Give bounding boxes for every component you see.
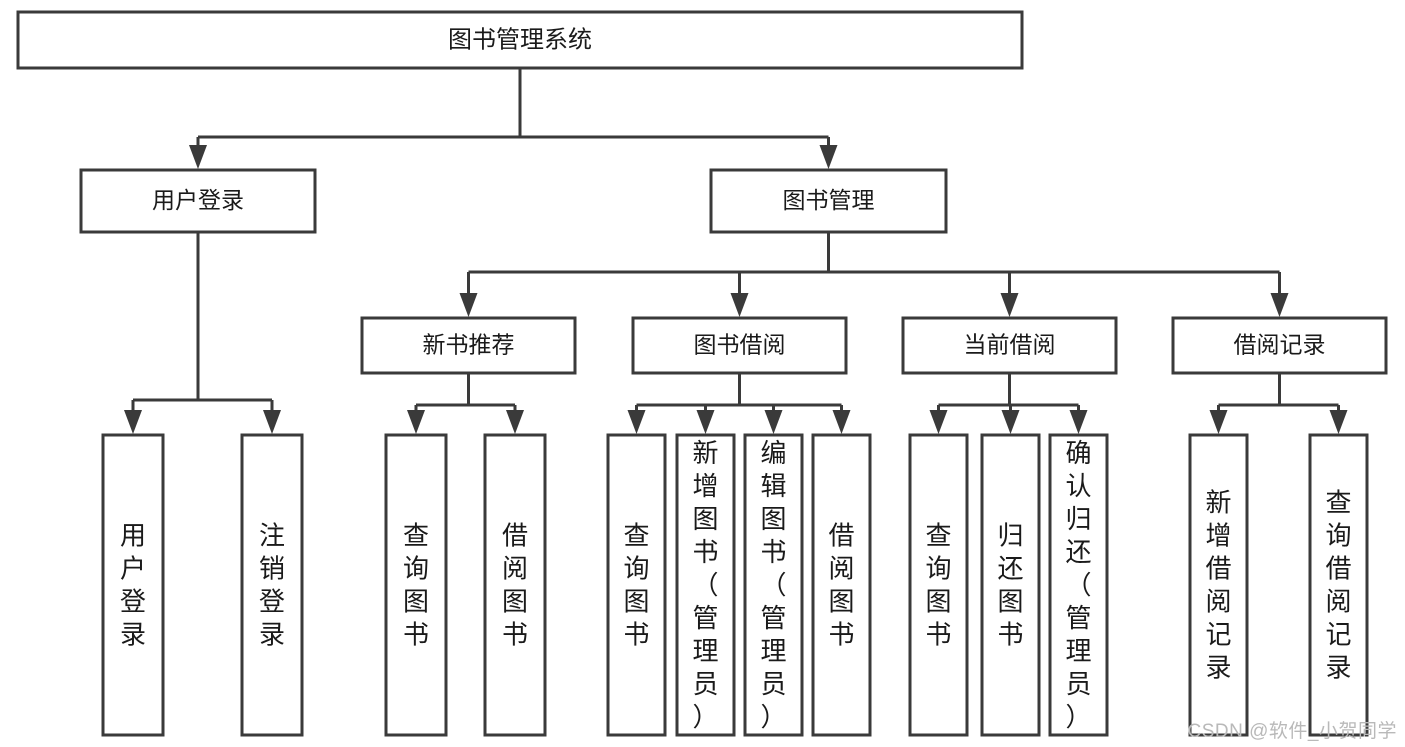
node-label-vertical: 查询图书 xyxy=(925,520,951,649)
node-leaf13[interactable]: 查询借阅记录 xyxy=(1308,433,1369,737)
node-label-vertical: 新增图书（管理员） xyxy=(692,438,718,732)
node-records[interactable]: 借阅记录 xyxy=(1171,316,1388,375)
node-leaf5[interactable]: 查询图书 xyxy=(606,433,667,737)
node-leaf7[interactable]: 编辑图书（管理员） xyxy=(743,433,804,737)
node-box xyxy=(101,433,165,737)
node-layer: 图书管理系统用户登录图书管理新书推荐图书借阅当前借阅借阅记录用户登录注销登录查询… xyxy=(16,10,1388,737)
node-label: 图书管理系统 xyxy=(448,26,592,53)
node-label: 当前借阅 xyxy=(964,332,1056,358)
node-label-vertical: 编辑图书（管理员） xyxy=(760,438,786,732)
node-leaf2[interactable]: 注销登录 xyxy=(240,433,304,737)
node-box xyxy=(483,433,547,737)
watermark-text: CSDN @软件_小贺同学 xyxy=(1187,721,1397,742)
node-label-vertical: 新增借阅记录 xyxy=(1205,487,1231,682)
node-box xyxy=(631,316,848,375)
node-box xyxy=(743,433,804,737)
node-box xyxy=(1048,433,1109,737)
node-label-vertical: 借阅图书 xyxy=(502,520,528,649)
node-box xyxy=(240,433,304,737)
node-label: 图书借阅 xyxy=(694,332,786,358)
node-box xyxy=(360,316,577,375)
node-label-vertical: 确认归还（管理员） xyxy=(1065,438,1091,732)
node-label: 图书管理 xyxy=(783,187,875,213)
node-label-vertical: 查询借阅记录 xyxy=(1325,487,1351,682)
node-label-vertical: 查询图书 xyxy=(623,520,649,649)
node-label-vertical: 查询图书 xyxy=(403,520,429,649)
node-bookmgmt[interactable]: 图书管理 xyxy=(709,168,948,234)
node-box xyxy=(675,433,736,737)
node-box xyxy=(384,433,448,737)
node-label-vertical: 用户登录 xyxy=(120,520,146,649)
node-leaf4[interactable]: 借阅图书 xyxy=(483,433,547,737)
node-login[interactable]: 用户登录 xyxy=(79,168,317,234)
node-box xyxy=(811,433,872,737)
node-box xyxy=(606,433,667,737)
node-label-vertical: 注销登录 xyxy=(259,520,285,649)
connector-bookmgmt-children xyxy=(459,232,1289,317)
connector-layer xyxy=(124,68,1348,434)
node-leaf12[interactable]: 新增借阅记录 xyxy=(1188,433,1249,737)
node-label: 用户登录 xyxy=(152,187,244,213)
node-box xyxy=(16,10,1024,70)
node-box xyxy=(908,433,969,737)
connector-root-children xyxy=(189,68,838,169)
connector-records-children xyxy=(1209,373,1348,434)
node-leaf3[interactable]: 查询图书 xyxy=(384,433,448,737)
node-box xyxy=(1171,316,1388,375)
node-box xyxy=(1308,433,1369,737)
node-current[interactable]: 当前借阅 xyxy=(901,316,1118,375)
node-label-vertical: 借阅图书 xyxy=(828,520,854,649)
node-box xyxy=(980,433,1041,737)
node-box xyxy=(79,168,317,234)
node-label: 借阅记录 xyxy=(1234,332,1326,358)
node-leaf6[interactable]: 新增图书（管理员） xyxy=(675,433,736,737)
node-borrow[interactable]: 图书借阅 xyxy=(631,316,848,375)
node-leaf10[interactable]: 归还图书 xyxy=(980,433,1041,737)
node-root[interactable]: 图书管理系统 xyxy=(16,10,1024,70)
connector-login-children xyxy=(124,232,281,434)
node-label-vertical: 归还图书 xyxy=(997,520,1023,649)
node-leaf8[interactable]: 借阅图书 xyxy=(811,433,872,737)
node-leaf11[interactable]: 确认归还（管理员） xyxy=(1048,433,1109,737)
connector-newbook-children xyxy=(407,373,524,434)
connector-current-children xyxy=(929,373,1088,434)
node-box xyxy=(901,316,1118,375)
node-leaf9[interactable]: 查询图书 xyxy=(908,433,969,737)
node-label: 新书推荐 xyxy=(423,332,515,358)
node-newbook[interactable]: 新书推荐 xyxy=(360,316,577,375)
node-box xyxy=(1188,433,1249,737)
node-box xyxy=(709,168,948,234)
connector-borrow-children xyxy=(627,373,851,434)
node-leaf1[interactable]: 用户登录 xyxy=(101,433,165,737)
